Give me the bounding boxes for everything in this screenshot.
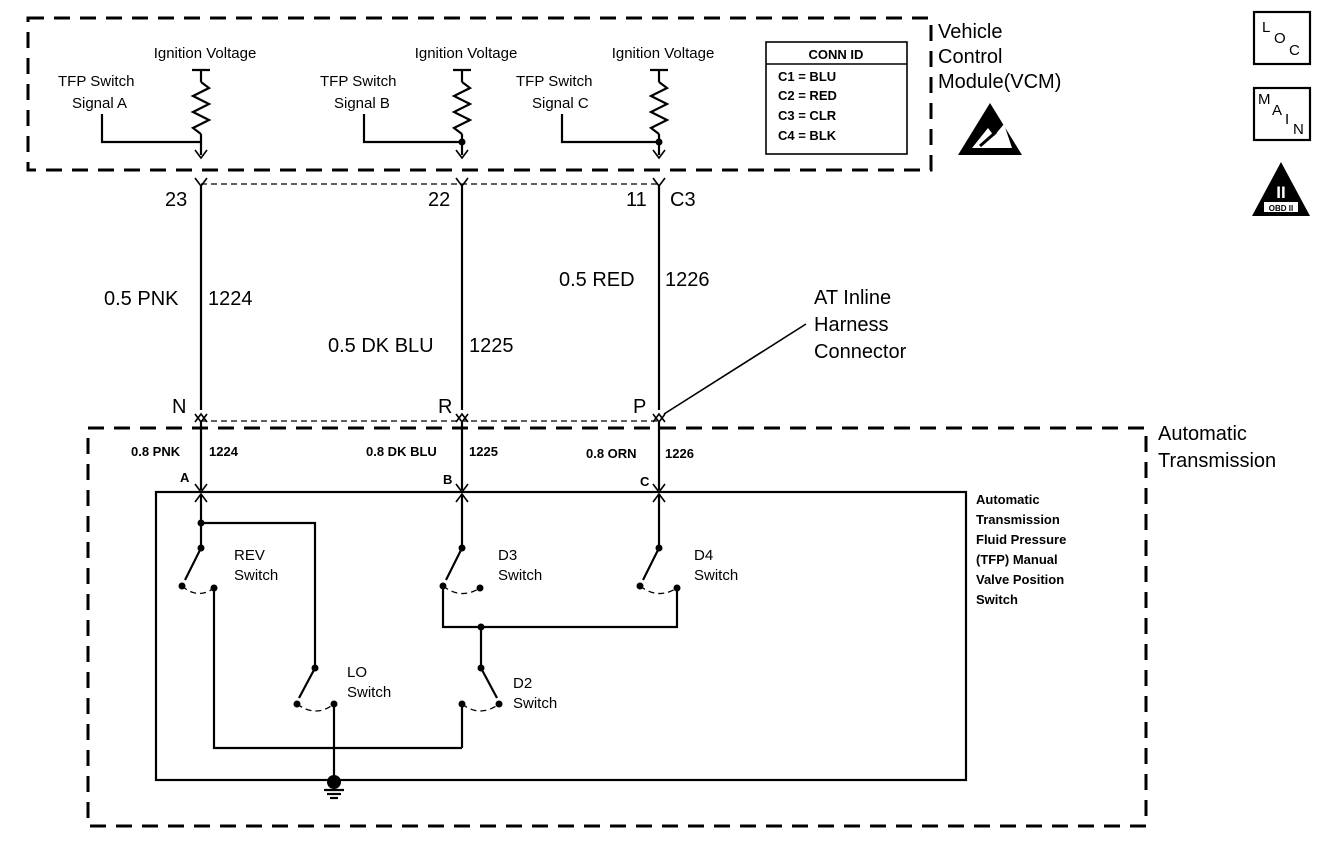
conn-id-row-c1: C1 = BLU (778, 69, 836, 84)
pullup-resistor-c (648, 81, 670, 135)
inline-pin-n: N (172, 396, 186, 418)
tfp-signal-c-line2: Signal C (532, 95, 589, 112)
transmission-boundary (86, 426, 1148, 828)
tfp-pin-a: A (180, 470, 190, 485)
rev-switch: REV Switch (178, 494, 462, 750)
tfp-signal-b-line2: Signal B (334, 95, 390, 112)
inline-connector-line1: AT Inline (814, 287, 891, 309)
tfp-signal-a-line1: TFP Switch (58, 73, 134, 90)
inline-connector-leader (663, 323, 807, 415)
conn-id-header: CONN ID (809, 47, 864, 62)
d3-switch: D3 Switch (439, 494, 679, 629)
obd-numeral: II (1276, 183, 1285, 202)
vcm-title-line3: Module(VCM) (938, 71, 1061, 93)
vcm-circuit-a: Ignition Voltage TFP Switch Signal A (58, 45, 257, 160)
vcm-title-line1: Vehicle (938, 21, 1003, 43)
conn-id-row-c3: C3 = CLR (778, 108, 837, 123)
tfp-desc-line1: Automatic (976, 492, 1040, 507)
vcm-circuit-b: Ignition Voltage TFP Switch Signal B (320, 45, 518, 160)
wire-1224-color: 0.5 PNK (104, 288, 179, 310)
pullup-resistor-a (190, 81, 212, 135)
vcm-circuit-c: Ignition Voltage TFP Switch Signal C (516, 45, 715, 160)
d2-switch-name: D2 (513, 675, 532, 692)
obd-ii-icon: II OBD II (1252, 162, 1310, 216)
loc-letter-o: O (1274, 30, 1286, 47)
main-letter-n: N (1293, 121, 1304, 138)
tfp-pin-c: C (640, 474, 650, 489)
tfp-switch-body (154, 490, 968, 782)
inline-pin-r: R (438, 396, 452, 418)
main-letter-i: I (1285, 111, 1289, 128)
wire-1225-color: 0.5 DK BLU (328, 335, 434, 357)
trans-wire-a-color: 0.8 PNK (131, 444, 181, 459)
conn-id-row-c2: C2 = RED (778, 88, 837, 103)
esd-warning-icon (958, 103, 1022, 155)
trans-wire-c-color: 0.8 ORN (586, 446, 637, 461)
transmission-title-line2: Transmission (1158, 450, 1276, 472)
inline-pin-p: P (633, 396, 646, 418)
d3-switch-name: D3 (498, 547, 517, 564)
tfp-desc-line6: Switch (976, 592, 1018, 607)
lo-switch: LO Switch (293, 664, 391, 780)
loc-letter-l: L (1262, 19, 1270, 36)
conn-id-row-c4: C4 = BLK (778, 128, 837, 143)
vcm-pin-11: 11 (626, 189, 647, 211)
main-icon: M A I N (1252, 86, 1312, 142)
lo-switch-word: Switch (347, 684, 391, 701)
tfp-pin-b: B (443, 472, 452, 487)
trans-wire-b-color: 0.8 DK BLU (366, 444, 437, 459)
main-letter-m: M (1258, 91, 1271, 108)
conn-id-table: CONN ID C1 = BLU C2 = RED C3 = CLR C4 = … (765, 41, 908, 155)
d4-switch-name: D4 (694, 547, 713, 564)
ignition-voltage-label-b: Ignition Voltage (415, 45, 518, 62)
wire-1225-circuit: 1225 (469, 335, 514, 357)
d2-switch-word: Switch (513, 695, 557, 712)
d4-switch-word: Switch (694, 567, 738, 584)
trans-wire-c-circuit: 1226 (665, 446, 694, 461)
wire-1226-color: 0.5 RED (559, 269, 635, 291)
tfp-signal-a-line2: Signal A (72, 95, 127, 112)
tfp-desc-line3: Fluid Pressure (976, 532, 1066, 547)
d4-switch: D4 Switch (636, 494, 738, 595)
lo-switch-name: LO (347, 664, 367, 681)
loc-letter-c: C (1289, 42, 1300, 59)
pullup-resistor-b (451, 81, 473, 135)
ignition-voltage-label-a: Ignition Voltage (154, 45, 257, 62)
vcm-title-line2: Control (938, 46, 1002, 68)
vcm-pin-23: 23 (165, 189, 187, 211)
vcm-pin-22: 22 (428, 189, 450, 211)
rev-switch-word: Switch (234, 567, 278, 584)
vcm-connector-c3: C3 (670, 189, 696, 211)
rev-switch-name: REV (234, 547, 265, 564)
d3-switch-word: Switch (498, 567, 542, 584)
main-letter-a: A (1272, 102, 1282, 119)
ground-icon (324, 775, 344, 800)
tfp-signal-b-line1: TFP Switch (320, 73, 396, 90)
tfp-desc-line2: Transmission (976, 512, 1060, 527)
trans-wire-b-circuit: 1225 (469, 444, 498, 459)
vcm-boundary (26, 16, 933, 172)
obd-caption: OBD II (1269, 204, 1293, 213)
tfp-signal-c-line1: TFP Switch (516, 73, 592, 90)
d2-switch: D2 Switch (458, 623, 557, 748)
inline-connector-line3: Connector (814, 341, 907, 363)
trans-wire-a-circuit: 1224 (209, 444, 239, 459)
tfp-desc-line4: (TFP) Manual (976, 552, 1058, 567)
tfp-desc-line5: Valve Position (976, 572, 1064, 587)
ignition-voltage-label-c: Ignition Voltage (612, 45, 715, 62)
wire-1224-circuit: 1224 (208, 288, 253, 310)
loc-icon: L O C (1252, 10, 1312, 66)
wire-1226-circuit: 1226 (665, 269, 710, 291)
inline-connector-line2: Harness (814, 314, 888, 336)
transmission-title-line1: Automatic (1158, 423, 1247, 445)
